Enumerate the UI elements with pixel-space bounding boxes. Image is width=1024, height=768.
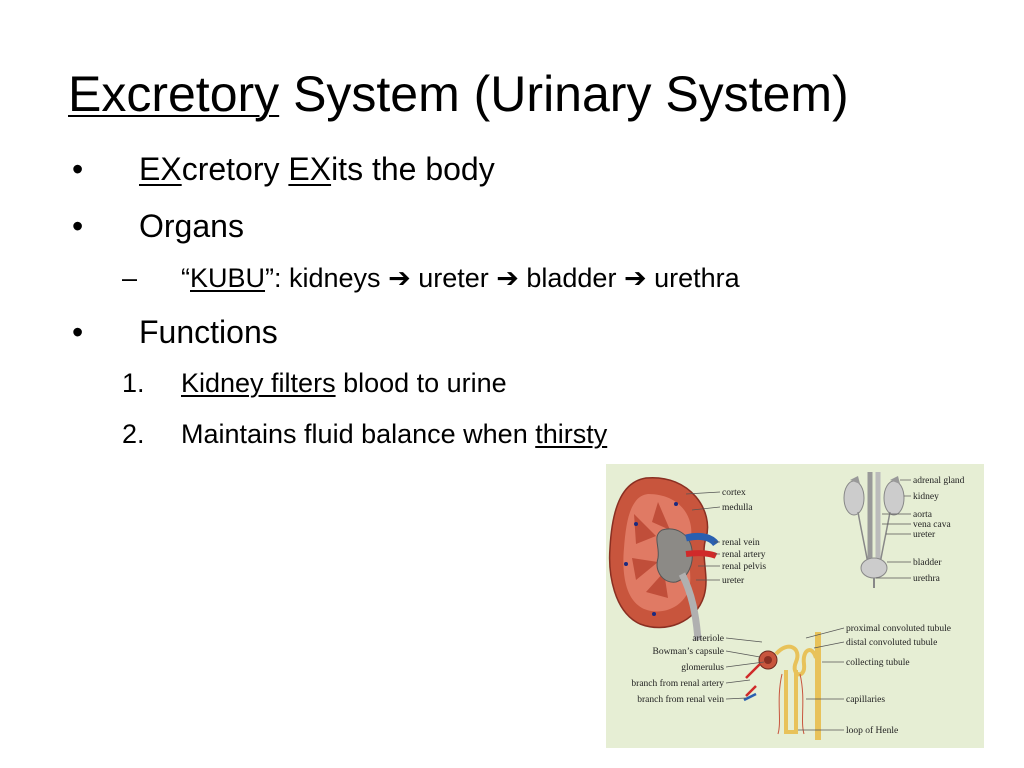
label-proximal-convoluted-tubule: proximal convoluted tubule (846, 624, 951, 634)
nephron-diagram (743, 632, 821, 740)
label-cortex: cortex (722, 488, 746, 498)
bullet-marker: • (72, 151, 84, 187)
label-bowmans-capsule: Bowman’s capsule (652, 647, 724, 657)
arrow-right-icon: ➔ (623, 263, 647, 293)
quote-open: “ (181, 263, 190, 293)
list-number: 2. (122, 419, 145, 449)
adrenal-glands (850, 476, 900, 484)
label-collecting-tubule: collecting tubule (846, 658, 910, 668)
label-ureter: ureter (722, 576, 745, 586)
function-text: blood to urine (335, 368, 507, 398)
renal-vein-branch-shape (743, 692, 757, 702)
renal-vein (685, 532, 719, 547)
kidney-filters-term: Kidney filters (181, 368, 336, 398)
arrow-right-icon: ➔ (496, 263, 519, 293)
title-rest: System (Urinary System) (279, 66, 849, 122)
sub-bullet-kubu: “KUBU”: kidneys ➔ ureter ➔ bladder ➔ ure… (181, 262, 740, 294)
label-urethra: urethra (913, 574, 941, 584)
bullet-functions: Functions (139, 314, 278, 350)
bullet-excretory-exits: EXcretory EXits the body (139, 150, 495, 188)
label-renal-artery: renal artery (722, 550, 766, 560)
function-fluid-balance: Maintains fluid balance when thirsty (181, 418, 607, 450)
renal-pyramids (632, 502, 670, 598)
label-branch-from-renal-vein: branch from renal vein (637, 694, 724, 705)
label-kidney: kidney (913, 492, 939, 502)
urinary-system-figure: cortex medulla renal vein renal artery r… (606, 464, 984, 748)
label-capillaries: capillaries (846, 695, 885, 705)
convoluted-tubule (774, 644, 818, 677)
label-adrenal-gland: adrenal gland (913, 476, 965, 486)
label-renal-vein: renal vein (722, 538, 760, 548)
urinary-diagram-svg: cortex medulla renal vein renal artery r… (608, 472, 965, 740)
label-distal-convoluted-tubule: distal convoluted tubule (846, 638, 937, 648)
label-medulla: medulla (722, 503, 753, 513)
label-aorta: aorta (913, 510, 933, 520)
label-renal-pelvis: renal pelvis (722, 562, 766, 572)
function-text: Maintains fluid balance when (181, 419, 536, 449)
function-kidney-filters: Kidney filters blood to urine (181, 367, 507, 399)
bladder-shape (860, 557, 888, 579)
label-ureter-system: ureter (913, 530, 936, 540)
arrow-right-icon: ➔ (388, 263, 411, 293)
renal-artery-branch-shape (745, 663, 761, 697)
bullet-marker: • (72, 314, 84, 350)
renal-artery (685, 550, 718, 559)
sub-bullet-marker: – (122, 263, 138, 293)
kubu-acronym: KUBU (190, 263, 266, 293)
organ-bladder: bladder (518, 263, 624, 293)
bullet-text: its the body (331, 151, 495, 187)
kidney-cross-section (608, 477, 719, 641)
organ-urethra: urethra (646, 263, 740, 293)
right-kidney (883, 480, 905, 516)
label-branch-from-renal-artery: branch from renal artery (631, 678, 724, 689)
list-number: 1. (122, 368, 145, 398)
slide-title: Excretory System (Urinary System) (68, 64, 849, 124)
bullet-ex-2: EX (288, 151, 332, 187)
ureter-tube (678, 572, 702, 641)
bullet-marker: • (72, 208, 84, 244)
left-kidney (843, 480, 865, 516)
label-arteriole: arteriole (692, 634, 724, 644)
bullet-organs: Organs (139, 208, 244, 244)
glomerulus-shape (764, 656, 772, 664)
label-vena-cava: vena cava (913, 520, 951, 530)
urinary-system-overview (843, 472, 905, 588)
capillaries-shape (777, 673, 805, 735)
title-excretory: Excretory (68, 66, 280, 122)
ureters (857, 511, 891, 565)
label-loop-of-henle: loop of Henle (846, 725, 898, 736)
organ-kidneys: ”: kidneys (265, 263, 389, 293)
label-bladder: bladder (913, 558, 942, 568)
thirsty-term: thirsty (535, 419, 608, 449)
loop-of-henle-shape (784, 670, 798, 734)
bullet-text: cretory (181, 151, 289, 187)
organ-ureter: ureter (410, 263, 497, 293)
bullet-ex-1: EX (139, 151, 182, 187)
label-glomerulus: glomerulus (681, 663, 724, 673)
